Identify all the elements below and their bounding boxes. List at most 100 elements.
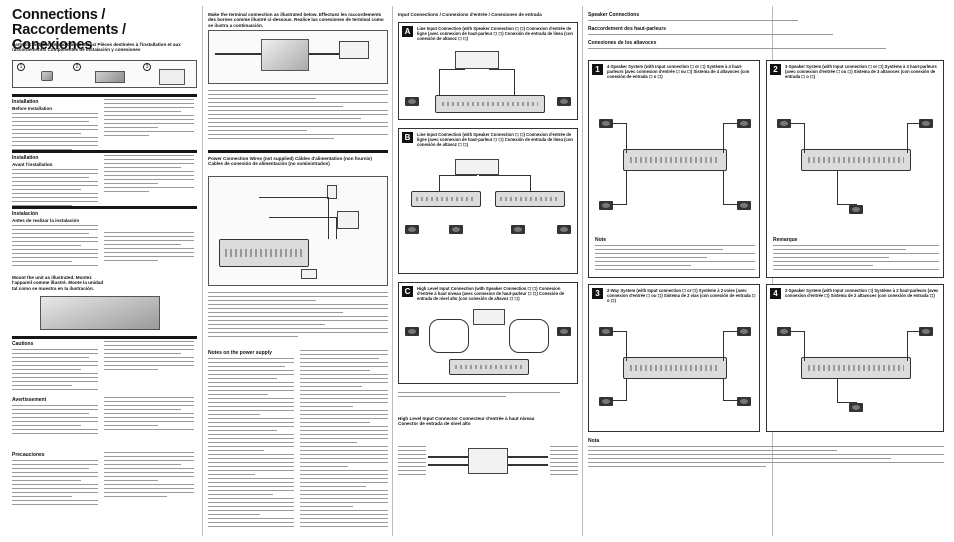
section-bar	[12, 206, 197, 209]
battery-icon	[337, 211, 359, 229]
speaker-icon	[599, 119, 613, 128]
mount-caption: Mount the unit as illustrated. Montez l'…	[12, 275, 104, 291]
audio-unit-icon	[455, 51, 499, 69]
part-label-3: 3	[143, 63, 151, 71]
section-bar	[12, 150, 197, 153]
panel-c-title: High Level Input Connection (with Speake…	[417, 286, 565, 301]
panel-b-title: Line Input Connection (with Speaker Conn…	[417, 132, 573, 147]
page-title: Connections / Raccordements / Conexiones	[12, 7, 126, 53]
cautions-text-en-2	[104, 341, 194, 373]
avertissement-heading: Avertissement	[12, 397, 47, 403]
audio-unit-icon	[455, 159, 499, 175]
notes-power-heading: Notes on the power supply	[208, 350, 272, 356]
speaker-icon	[449, 225, 463, 234]
connector-labels-left	[398, 446, 426, 478]
precaucion-text-2	[104, 452, 194, 500]
input-connections-header: Input Connections / Connexions d'entrée …	[398, 12, 542, 17]
cautions-text-en	[12, 349, 98, 393]
installation-text-es-2	[104, 232, 194, 264]
panel-number-4: 4	[770, 288, 781, 299]
speaker-icon	[557, 327, 571, 336]
antes-instalacion: Antes de realizar la instalación	[12, 218, 80, 223]
amplifier-illustration	[435, 95, 545, 113]
raccordement-heading: Raccordement des haut-parleurs	[588, 26, 667, 32]
conexiones-heading: Conexiones de los altavoces	[588, 40, 657, 46]
speaker-icon	[405, 97, 419, 106]
subwoofer-icon	[849, 403, 863, 412]
power-wiring-diagram	[208, 176, 388, 286]
section-bar	[208, 150, 388, 153]
speaker-intro-es	[588, 48, 938, 52]
power-notes	[208, 292, 388, 340]
panel-4-title: 2-Speaker System (with Input connection …	[785, 288, 939, 298]
panel-number-3: 3	[592, 288, 603, 299]
screw-icon	[41, 71, 53, 81]
amplifier-illustration	[495, 191, 565, 207]
ground-icon	[301, 269, 317, 279]
speaker-icon	[599, 201, 613, 210]
speaker-icon	[737, 397, 751, 406]
panel-3-title: 2-Way System (with Input connection ☐ or…	[607, 288, 756, 303]
panel-label-b: B	[402, 132, 413, 143]
speaker-icon	[777, 327, 791, 336]
panel-b: B Line Input Connection (with Speaker Co…	[398, 128, 578, 274]
section-bar	[12, 336, 197, 339]
panel-a-title: Line Input Connection (with Speaker Conn…	[417, 26, 573, 41]
instalacion-heading: Instalación	[12, 211, 39, 217]
column-separator	[582, 6, 583, 536]
avertissement-text	[12, 405, 98, 437]
high-level-connector-diagram	[398, 436, 578, 526]
wiring-loop	[429, 319, 469, 353]
amplifier-illustration	[449, 359, 529, 375]
precaucion-text	[12, 460, 98, 508]
panel-label-c: C	[402, 286, 413, 297]
speaker-connections-heading: Speaker Connections	[588, 12, 640, 18]
amplifier-illustration	[623, 357, 727, 379]
speaker-intro-en	[588, 20, 938, 24]
panel-number-1: 1	[592, 64, 603, 75]
installation-text-es	[12, 225, 98, 269]
bracket-icon	[159, 69, 185, 85]
terminal-diagram	[208, 30, 388, 84]
bottom-notes	[588, 446, 944, 470]
panel-number-2: 2	[770, 64, 781, 75]
before-installation: Before Installation	[12, 106, 53, 111]
power-heading: Power Connection Wires (not supplied) Câ…	[208, 156, 372, 167]
column-separator	[202, 6, 203, 536]
installation-text-en-2	[104, 99, 194, 139]
input-notes	[398, 392, 578, 400]
speaker-icon	[919, 327, 933, 336]
speaker-icon	[599, 397, 613, 406]
speaker-icon	[777, 119, 791, 128]
cautions-heading: Cautions	[12, 341, 34, 347]
connector-plug-icon	[468, 448, 508, 474]
speaker-icon	[737, 201, 751, 210]
speaker-icon	[737, 119, 751, 128]
installation-heading: Installation	[12, 99, 39, 105]
panel-c: C High Level Input Connection (with Spea…	[398, 282, 578, 384]
installation-text-fr-2	[104, 155, 194, 195]
speaker-icon	[599, 327, 613, 336]
hli-heading: High Level Input Connector Connecteur d'…	[398, 416, 535, 427]
speaker-icon	[511, 225, 525, 234]
speaker-icon	[405, 327, 419, 336]
fuse-icon	[327, 185, 337, 199]
panel-label-a: A	[402, 26, 413, 37]
speaker-panel-4: 4 2-Speaker System (with Input connectio…	[766, 284, 944, 432]
speaker-panel-1: 1 4-Speaker System (with Input connectio…	[588, 60, 760, 278]
terminal-notes	[208, 90, 388, 142]
terminal-heading: Make the terminal connection as illustra…	[208, 12, 384, 28]
connector-labels-right	[550, 446, 578, 478]
mounting-illustration	[40, 296, 160, 330]
parts-heading: Parts for Installation and Connections/ …	[12, 42, 181, 53]
amplifier-illustration	[411, 191, 481, 207]
notes-power-text-2	[300, 350, 388, 530]
panel-a: A Line Input Connection (with Speaker Co…	[398, 22, 578, 120]
wiring-loop	[509, 319, 549, 353]
avant-installation: Avant l'installation	[12, 162, 53, 167]
speaker-panel-3: 3 2-Way System (with Input connection ☐ …	[588, 284, 760, 432]
note-heading: Note	[595, 237, 607, 243]
panel-1-notes	[595, 245, 755, 273]
avertissement-text-2	[104, 397, 194, 433]
column-separator	[392, 6, 393, 536]
